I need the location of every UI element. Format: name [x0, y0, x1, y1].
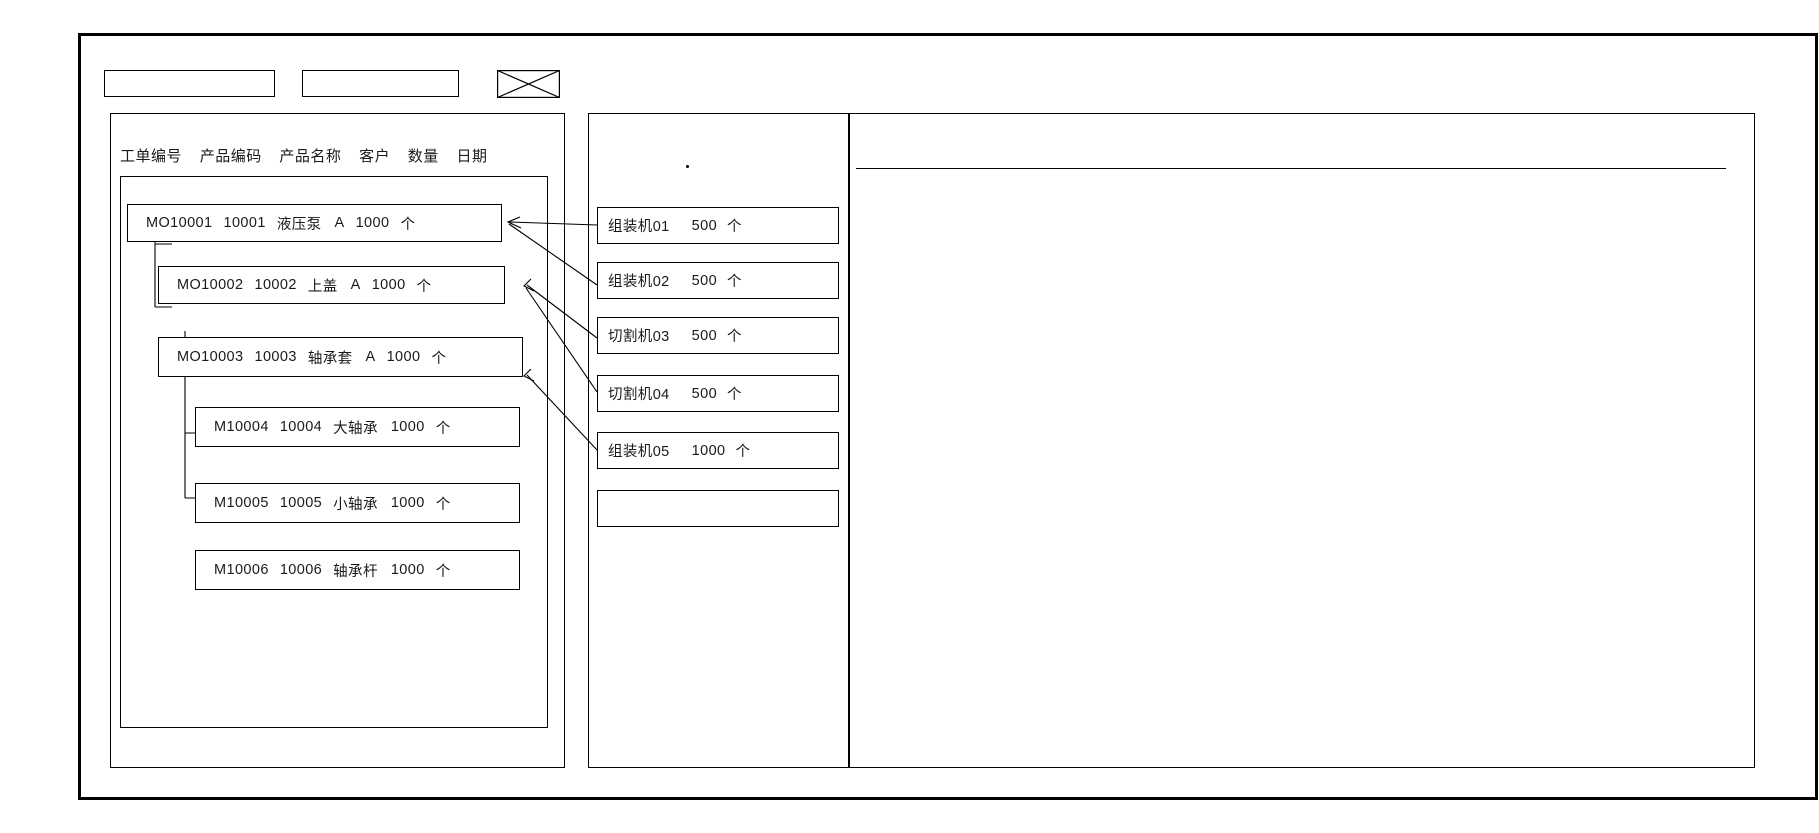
row-1-unit: 个 [400, 216, 416, 233]
row-3-order-no: MO10003 [177, 349, 244, 365]
row-1-qty: 1000 [355, 215, 390, 231]
row-5-product-code: 10005 [279, 495, 323, 511]
operation-3-unit: 个 [727, 329, 742, 345]
row-2-product-code: 10002 [254, 277, 297, 293]
row-6-unit: 个 [435, 563, 451, 580]
operation-4-machine: 切割机04 [608, 387, 670, 403]
operation-1-machine: 组装机01 [608, 219, 670, 235]
column-header-date: 日期 [456, 148, 488, 165]
row-2-order-no: MO10002 [177, 277, 244, 293]
column-header-order-no: 工单编号 [120, 148, 183, 165]
work-order-row-3[interactable]: MO10003 10003 轴承套 A 1000 个 [158, 337, 523, 377]
operation-4-unit: 个 [727, 387, 742, 403]
row-5-product-name: 小轴承 [333, 496, 378, 513]
row-2-customer: A [350, 277, 361, 293]
row-5-order-no: M10005 [214, 495, 269, 511]
row-1-order-no: MO10001 [146, 215, 213, 231]
toolbar-field-2[interactable] [302, 70, 459, 97]
operation-2-machine: 组装机02 [608, 274, 670, 290]
detail-panel [849, 113, 1755, 768]
operation-box-4[interactable]: 切割机04 500 个 [597, 375, 839, 412]
row-4-order-no: M10004 [214, 419, 269, 435]
column-header-qty: 数量 [407, 148, 439, 165]
row-4-product-name: 大轴承 [333, 420, 378, 437]
operation-5-machine: 组装机05 [608, 444, 670, 460]
column-header-product-name: 产品名称 [279, 148, 342, 165]
row-6-qty: 1000 [390, 562, 425, 578]
row-3-qty: 1000 [386, 349, 421, 365]
work-order-tree-container [120, 176, 548, 728]
detail-panel-header [856, 113, 1726, 169]
row-1-product-name: 液压泵 [276, 216, 322, 233]
operation-box-6-empty[interactable] [597, 490, 839, 527]
row-5-qty: 1000 [390, 495, 425, 511]
operation-1-qty: 500 [691, 217, 718, 234]
work-order-column-headers: 工单编号 产品编码 产品名称 客户 数量 日期 [120, 145, 540, 167]
row-3-customer: A [365, 349, 376, 365]
operation-box-3[interactable]: 切割机03 500 个 [597, 317, 839, 354]
row-3-unit: 个 [431, 350, 447, 367]
column-header-product-code: 产品编码 [199, 148, 262, 165]
work-order-row-5[interactable]: M10005 10005 小轴承 1000 个 [195, 483, 520, 523]
row-6-product-name: 轴承杆 [333, 563, 378, 580]
operation-5-unit: 个 [735, 444, 751, 460]
work-order-row-6[interactable]: M10006 10006 轴承杆 1000 个 [195, 550, 520, 590]
row-4-unit: 个 [435, 420, 451, 437]
operation-3-machine: 切割机03 [608, 329, 670, 345]
row-4-product-code: 10004 [279, 419, 323, 435]
work-order-row-1[interactable]: MO10001 10001 液压泵 A 1000 个 [127, 204, 502, 242]
toolbar-image-placeholder-icon[interactable] [497, 70, 560, 98]
row-5-unit: 个 [435, 496, 451, 513]
row-1-customer: A [334, 215, 345, 231]
operation-2-qty: 500 [691, 272, 718, 289]
row-6-order-no: M10006 [214, 562, 269, 578]
row-3-product-code: 10003 [254, 349, 297, 365]
operation-box-1[interactable]: 组装机01 500 个 [597, 207, 839, 244]
work-order-row-2[interactable]: MO10002 10002 上盖 A 1000 个 [158, 266, 505, 304]
operation-4-qty: 500 [691, 385, 718, 402]
row-3-product-name: 轴承套 [307, 350, 353, 367]
operation-panel-marker-dot [686, 165, 689, 168]
row-4-qty: 1000 [390, 419, 425, 435]
operation-1-unit: 个 [727, 219, 742, 235]
operation-box-2[interactable]: 组装机02 500 个 [597, 262, 839, 299]
row-2-unit: 个 [416, 278, 432, 295]
row-2-qty: 1000 [371, 277, 406, 293]
column-header-customer: 客户 [359, 148, 391, 165]
operation-5-qty: 1000 [691, 442, 726, 459]
row-1-product-code: 10001 [223, 215, 266, 231]
row-2-product-name: 上盖 [307, 278, 338, 295]
operation-box-5[interactable]: 组装机05 1000 个 [597, 432, 839, 469]
toolbar-field-1[interactable] [104, 70, 275, 97]
work-order-row-4[interactable]: M10004 10004 大轴承 1000 个 [195, 407, 520, 447]
row-6-product-code: 10006 [279, 562, 323, 578]
operation-2-unit: 个 [727, 274, 742, 290]
operation-3-qty: 500 [691, 327, 718, 344]
